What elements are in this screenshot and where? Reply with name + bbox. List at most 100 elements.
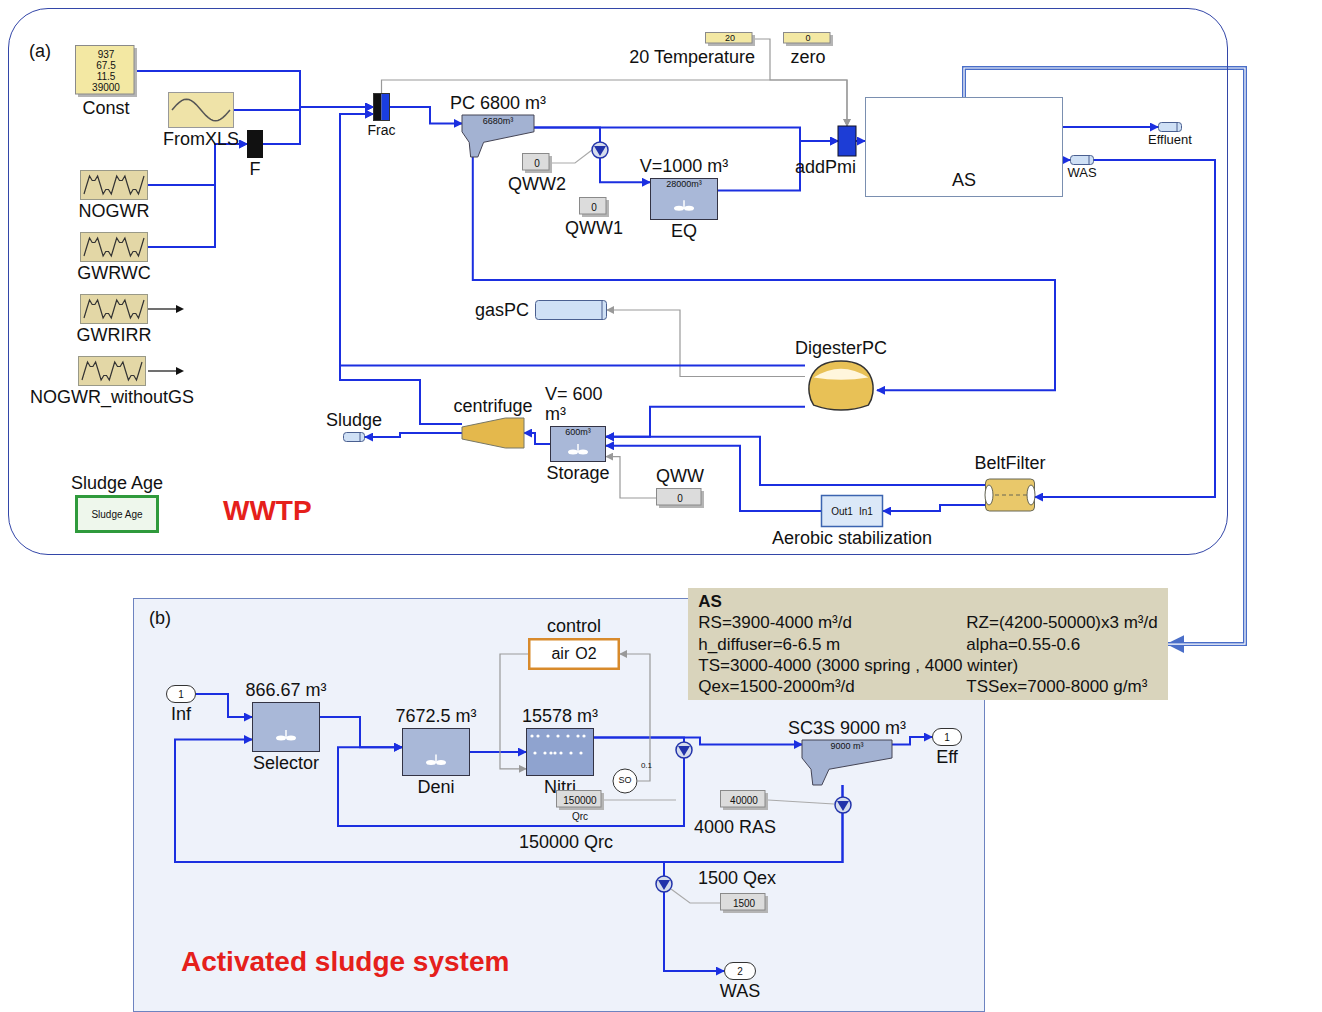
shape-part <box>579 751 582 754</box>
node-text: Const <box>82 98 129 119</box>
shape-part <box>721 894 766 911</box>
shape-part <box>79 357 146 386</box>
flow-connector <box>594 738 802 745</box>
controller: controlairO2 <box>528 638 620 670</box>
shape-part <box>814 369 869 380</box>
shape-part <box>835 797 851 813</box>
node-text: Aerobic stabilization <box>772 528 932 549</box>
node-label: AS <box>698 591 722 612</box>
shape-part <box>77 497 158 532</box>
flow-connector <box>196 694 252 717</box>
output-port-shape <box>343 432 365 442</box>
panel-region: (a)WWTP937 67.5 11.5 39000ConstFromXLSNO… <box>8 8 1228 555</box>
shape-part <box>651 179 718 220</box>
shape-part <box>81 171 148 200</box>
node-text: TS=3000-4000 (3000 spring , 4000 winter) <box>698 655 1018 676</box>
shape-part <box>809 361 873 410</box>
constant-block: 0zero <box>783 32 833 46</box>
node-text: Qex=1500-2000m³/d <box>698 676 854 697</box>
shape-part <box>76 46 135 95</box>
flow-connector <box>606 407 805 437</box>
node-label: 7672.5 m³ <box>395 706 476 727</box>
shape-part <box>1027 485 1035 505</box>
node-label: 15578 m³ <box>522 706 598 727</box>
signal-source: NOGWR_withoutGS <box>78 356 146 386</box>
node-text: h_diffuser=6-6.5 m <box>698 634 840 655</box>
shape-part <box>1089 156 1090 164</box>
digester: DigesterPC <box>805 360 877 415</box>
shape-part <box>580 198 607 215</box>
shape-part <box>568 449 578 454</box>
node-text: air <box>551 645 569 663</box>
output-port: Effluent <box>1158 122 1182 132</box>
flow-connector <box>148 144 247 185</box>
centrifuge-shape <box>462 418 524 448</box>
flow-label: 4000 RAS <box>692 817 778 838</box>
activated-sludge-block: AS <box>865 97 1063 197</box>
flow-connector <box>606 446 821 511</box>
sensor: SO0.1 <box>612 768 638 794</box>
subsystem-block: Out1In1Aerobic stabilization <box>821 495 883 527</box>
gas-port-shape <box>535 300 607 320</box>
node-label: 40000 <box>730 795 758 806</box>
belt-filter-shape <box>985 475 1035 515</box>
switch-block: F <box>247 130 263 158</box>
tank: V=1000 m³28000m³EQ <box>650 178 718 220</box>
node-text: 28000m³ <box>666 180 702 190</box>
shape-part <box>866 98 1063 197</box>
flow-connector <box>338 738 684 826</box>
flow-connector <box>365 433 462 437</box>
node-label: V= 600 m³ <box>545 384 611 425</box>
output-port: WAS <box>1070 155 1094 165</box>
flow-label: 1500 Qex <box>696 868 778 889</box>
shape-part <box>552 150 592 163</box>
shape-part <box>658 880 670 890</box>
shape-part <box>576 734 579 737</box>
shape-part <box>557 791 602 808</box>
shape-part <box>529 639 619 669</box>
flow-connector <box>1035 160 1215 497</box>
flow-connector <box>856 140 865 142</box>
constant-block: 2020 Temperature <box>705 32 755 46</box>
node-label: gasPC <box>475 300 529 321</box>
node-label: 1 <box>944 732 950 743</box>
output-port-shape <box>1158 122 1182 132</box>
shape-part <box>592 142 608 158</box>
node-label: SC3S 9000 m³ <box>788 718 906 739</box>
shape-part <box>403 729 470 776</box>
shape-part <box>592 142 608 158</box>
flow-connector <box>175 740 843 863</box>
constant-block: 150000Qrc <box>556 790 604 810</box>
shape-part <box>435 755 437 763</box>
node-text: RS=3900-4000 m³/d <box>698 612 852 633</box>
shape-part <box>81 233 148 262</box>
aerated-tank-shape <box>526 728 594 776</box>
tank: 7672.5 m³Deni <box>402 728 470 776</box>
gas-port: gasPC <box>535 300 607 320</box>
shape-part <box>676 742 692 758</box>
switch-block-shape <box>247 130 263 158</box>
port: 2WAS <box>724 962 756 980</box>
node-label: 0 <box>534 158 540 169</box>
shape-part <box>82 362 142 380</box>
node-label: (a) <box>29 41 51 62</box>
shape-part <box>167 686 196 703</box>
node-text: EQ <box>671 221 697 242</box>
shape-part <box>169 93 234 128</box>
signal-source: GWRWC <box>80 232 148 262</box>
node-label: 1500 <box>733 898 755 909</box>
node-label: addPmi <box>795 157 856 178</box>
node-text: Eff <box>936 747 958 768</box>
shape-part <box>656 876 672 892</box>
node-text: Deni <box>417 777 454 798</box>
storage-tank: V= 600 m³600m³Storage <box>550 426 606 462</box>
mixer-block: addPmi <box>838 126 856 156</box>
scope-block: Sludge AgeSludge Age <box>75 495 159 533</box>
output-port: Sludge <box>343 432 365 442</box>
signal-line <box>755 39 847 126</box>
shape-part <box>285 730 287 738</box>
node-text: QWW1 <box>565 218 623 239</box>
output-port-shape <box>1070 155 1094 165</box>
shape-part <box>602 301 603 319</box>
